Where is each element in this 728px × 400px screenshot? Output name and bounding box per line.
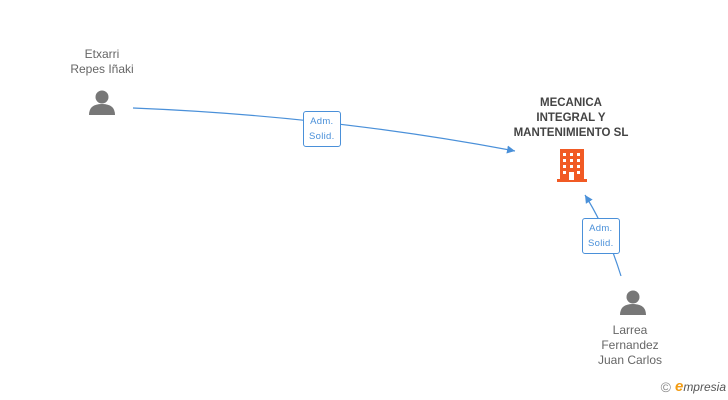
person-icon[interactable] bbox=[89, 90, 115, 116]
name-line: INTEGRAL Y bbox=[536, 112, 606, 124]
watermark: © empresia bbox=[661, 378, 726, 395]
person-name-2[interactable]: Larrea Fernandez Juan Carlos bbox=[580, 323, 680, 368]
copyright-symbol: © bbox=[660, 378, 671, 395]
name-line: Repes Iñaki bbox=[70, 62, 134, 76]
label-line: Adm. bbox=[589, 223, 613, 234]
label-line: Solid. bbox=[588, 238, 614, 249]
brand-rest: mpresia bbox=[683, 380, 726, 394]
person-icon[interactable] bbox=[620, 290, 646, 316]
edge-label-1[interactable]: Adm. Solid. bbox=[303, 111, 341, 147]
name-line: Juan Carlos bbox=[597, 353, 663, 367]
name-line: MANTENIMIENTO SL bbox=[513, 127, 629, 139]
label-line: Adm. bbox=[310, 116, 334, 127]
company-name[interactable]: MECANICA INTEGRAL Y MANTENIMIENTO SL bbox=[500, 96, 642, 141]
name-line: Etxarri bbox=[84, 47, 120, 61]
edge-label-2[interactable]: Adm. Solid. bbox=[582, 218, 620, 254]
brand-initial: e bbox=[674, 378, 684, 395]
person-name-1[interactable]: Etxarri Repes Iñaki bbox=[52, 47, 152, 77]
name-line: MECANICA bbox=[540, 97, 602, 109]
name-line: Larrea bbox=[612, 323, 648, 337]
brand-logo: empresia bbox=[675, 378, 726, 395]
building-icon[interactable] bbox=[557, 149, 587, 182]
label-line: Solid. bbox=[309, 131, 335, 142]
name-line: Fernandez bbox=[601, 338, 659, 352]
